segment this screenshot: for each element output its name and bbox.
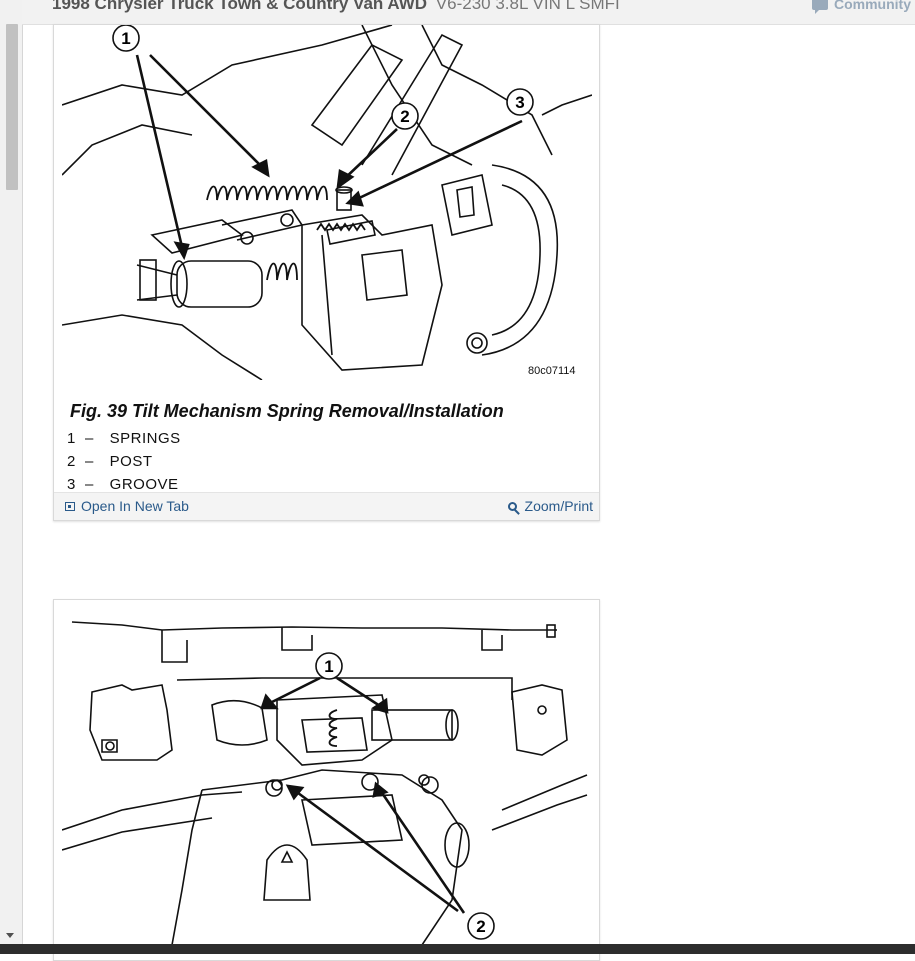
callout-circle <box>391 102 419 130</box>
callout-circle <box>112 25 140 52</box>
callout-circle <box>315 652 343 680</box>
open-in-new-icon <box>65 501 75 511</box>
figure-legend: 1– SPRINGS 2– POST 3– GROOVE <box>67 427 181 496</box>
figure-footer: Open In New Tab Zoom/Print <box>54 492 599 520</box>
page-header: 1998 Chrysler Truck Town & Country Van A… <box>22 0 915 25</box>
zoom-print-link[interactable]: Zoom/Print <box>507 498 593 514</box>
chat-icon <box>812 0 828 14</box>
vehicle-title: 1998 Chrysler Truck Town & Country Van A… <box>52 0 428 13</box>
scroll-down-arrow-icon[interactable] <box>6 933 14 938</box>
callout-1: 1 <box>324 657 333 676</box>
community-label: Community <box>834 0 911 12</box>
callout-circle <box>467 912 495 940</box>
figure-caption: Fig. 39 Tilt Mechanism Spring Removal/In… <box>70 401 504 421</box>
tilt-mechanism-diagram-2: 1 2 <box>62 621 588 945</box>
callout-2: 2 <box>400 107 409 126</box>
taskbar <box>0 944 915 954</box>
zoom-icon <box>507 501 517 511</box>
figure-card-39: 1 2 3 80c07114 Fig. 39 Tilt Mechanism Sp… <box>53 24 600 521</box>
callout-3: 3 <box>515 93 524 112</box>
figure-card-next: 1 2 <box>53 599 600 961</box>
zoom-print-label: Zoom/Print <box>524 498 593 514</box>
callout-circle <box>506 88 534 116</box>
callout-1: 1 <box>121 29 130 48</box>
scroll-thumb[interactable] <box>6 24 18 190</box>
legend-item: 2– POST <box>67 453 153 470</box>
figure-id: 80c07114 <box>528 365 576 377</box>
open-in-new-tab-label: Open In New Tab <box>81 498 189 514</box>
legend-item: 3– GROOVE <box>67 476 179 493</box>
open-in-new-tab-link[interactable]: Open In New Tab <box>65 498 189 514</box>
legend-item: 1– SPRINGS <box>67 430 181 447</box>
vertical-scrollbar[interactable] <box>0 0 23 944</box>
callout-2: 2 <box>476 917 485 936</box>
engine-subtitle: V6-230 3.8L VIN L SMFI <box>435 0 620 13</box>
tilt-mechanism-diagram: 1 2 3 <box>62 25 592 380</box>
page-title: 1998 Chrysler Truck Town & Country Van A… <box>52 0 620 14</box>
community-link[interactable]: Community <box>812 0 911 14</box>
